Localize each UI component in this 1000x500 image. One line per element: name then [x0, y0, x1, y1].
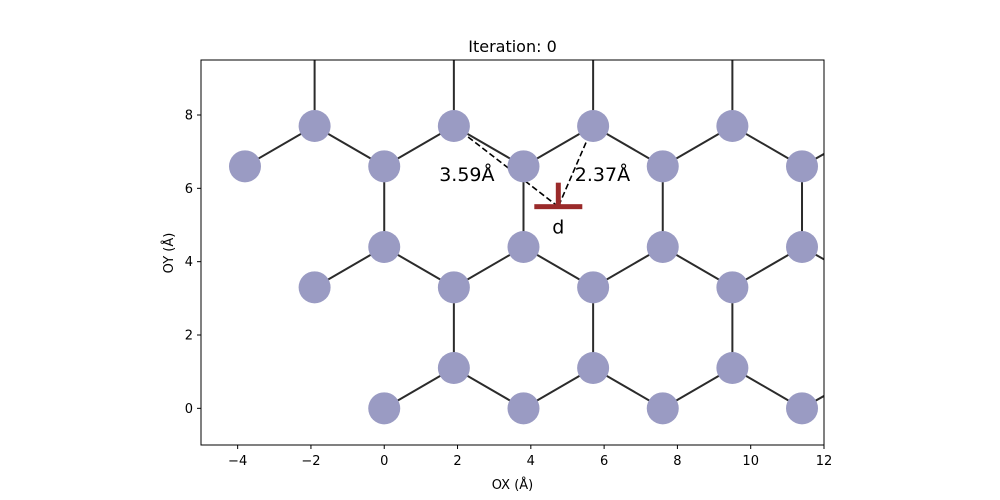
dislocation-label: d — [552, 217, 564, 239]
atom-marker — [298, 110, 331, 142]
atom-marker — [646, 392, 679, 425]
y-tick-label: 6 — [185, 182, 193, 197]
chart-title: Iteration: 0 — [468, 37, 557, 56]
atom-marker — [646, 231, 679, 263]
x-tick-label: 6 — [600, 454, 608, 469]
y-tick-label: 2 — [185, 329, 193, 344]
atom-marker — [437, 271, 470, 304]
x-tick-label: 8 — [673, 454, 681, 469]
atom-marker — [786, 231, 819, 263]
atom-marker — [368, 150, 401, 183]
atom-marker — [368, 231, 401, 263]
y-tick-label: 4 — [185, 255, 193, 270]
x-tick-label: −4 — [228, 454, 247, 469]
dislocation-marker-stem — [555, 182, 561, 207]
x-tick-label: −2 — [301, 454, 320, 469]
atom-marker — [646, 150, 679, 183]
plot-frame — [200, 59, 825, 446]
atom-marker — [368, 392, 401, 425]
atom-marker — [786, 392, 819, 425]
x-tick-label: 0 — [380, 454, 388, 469]
atom-marker — [228, 150, 261, 183]
y-tick-label: 8 — [185, 109, 193, 124]
atom-marker — [507, 150, 540, 183]
y-axis-label: OY (Å) — [161, 233, 177, 274]
atom-marker — [298, 271, 331, 304]
x-tick-label: 4 — [527, 454, 535, 469]
atom-marker — [716, 110, 749, 142]
y-tick-label: 0 — [185, 402, 193, 417]
atom-marker — [507, 392, 540, 425]
atom-marker — [577, 110, 610, 142]
distance-label: 2.37Å — [575, 163, 630, 186]
atom-marker — [437, 110, 470, 142]
atom-marker — [577, 271, 610, 304]
x-axis-label: OX (Å) — [492, 477, 533, 493]
distance-label: 3.59Å — [439, 163, 494, 186]
distance-line — [453, 125, 559, 208]
atom-marker — [716, 352, 749, 384]
atom-marker — [577, 352, 610, 384]
atom-marker — [716, 271, 749, 304]
x-tick-label: 10 — [742, 454, 759, 469]
atom-marker — [437, 352, 470, 384]
x-tick-label: 12 — [816, 454, 833, 469]
atom-marker — [507, 231, 540, 263]
x-tick-label: 2 — [453, 454, 461, 469]
atom-marker — [786, 150, 819, 183]
